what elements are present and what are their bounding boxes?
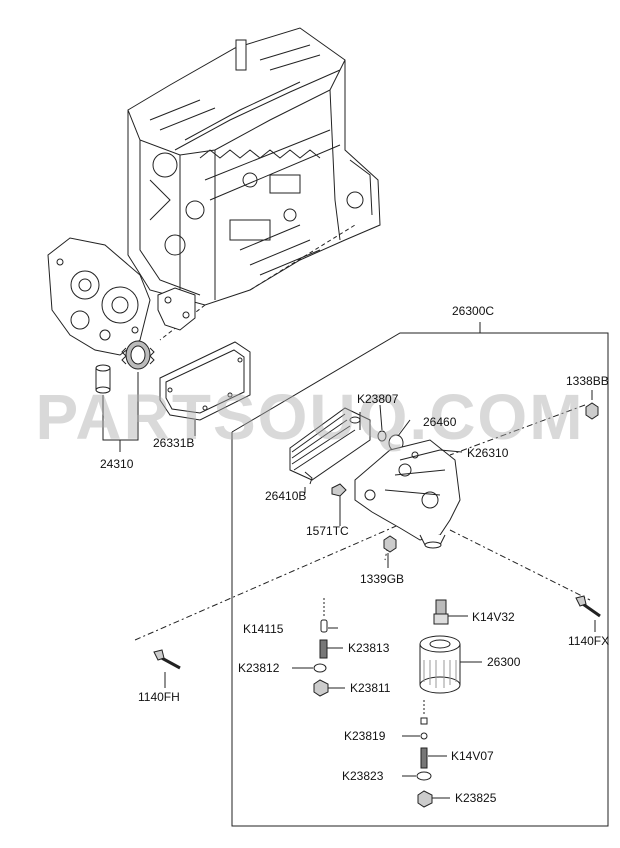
- bracket-illustration: [157, 287, 196, 331]
- part-label-26331b[interactable]: 26331B: [153, 436, 195, 450]
- part-label-1571tc[interactable]: 1571TC: [306, 524, 349, 538]
- front-cover-illustration: [47, 237, 151, 356]
- plug-k23811-illustration: [313, 679, 329, 697]
- plug-k23825-illustration: [417, 790, 433, 808]
- part-label-1140fx[interactable]: 1140FX: [568, 634, 610, 648]
- spring-k14v07-illustration: [420, 747, 428, 769]
- ball-k23819-illustration: [420, 700, 428, 740]
- part-label-k14v07[interactable]: K14V07: [451, 749, 494, 763]
- oil-pump-gear-illustration: [121, 340, 155, 370]
- part-label-k23825[interactable]: K23825: [455, 791, 497, 805]
- washer-k23812-illustration: [313, 663, 327, 673]
- washer-k23823-illustration: [416, 771, 432, 781]
- seal-ring-illustration: [377, 430, 387, 442]
- oil-cooler-illustration: [289, 407, 371, 485]
- part-label-26460[interactable]: 26460: [423, 415, 457, 429]
- part-label-26410b[interactable]: 26410B: [265, 489, 307, 503]
- gasket-illustration: [159, 341, 251, 421]
- bolt-1140fx-illustration: [575, 595, 601, 618]
- part-label-24310[interactable]: 24310: [100, 457, 134, 471]
- part-label-k23812[interactable]: K23812: [238, 661, 280, 675]
- fitting-k14v32-illustration: [433, 599, 449, 625]
- bushing-illustration: [95, 364, 111, 394]
- part-label-k14v32[interactable]: K14V32: [472, 610, 515, 624]
- oil-filter-illustration: [419, 635, 461, 694]
- bolt-1140fh-illustration: [153, 649, 181, 670]
- engine-block-illustration: [127, 27, 381, 341]
- bolt-1571tc-illustration: [331, 483, 347, 520]
- part-label-k23811[interactable]: K23811: [350, 681, 391, 695]
- part-label-k26310[interactable]: K26310: [467, 446, 509, 460]
- part-label-k23823[interactable]: K23823: [342, 769, 384, 783]
- part-label-26300[interactable]: 26300: [487, 655, 521, 669]
- part-label-k23807[interactable]: K23807: [357, 392, 399, 406]
- spring-k23813-illustration: [319, 639, 328, 659]
- part-label-1140fh[interactable]: 1140FH: [138, 690, 180, 704]
- part-label-k23819[interactable]: K23819: [344, 729, 386, 743]
- part-label-1338bb[interactable]: 1338BB: [566, 374, 609, 388]
- part-label-1339gb[interactable]: 1339GB: [360, 572, 405, 586]
- part-label-26300c[interactable]: 26300C: [452, 304, 495, 318]
- filter-housing-illustration: [354, 439, 461, 549]
- part-label-k14115[interactable]: K14115: [243, 622, 284, 636]
- assembly-bounding-box: [231, 322, 609, 827]
- nut-1339gb-illustration: [383, 535, 397, 553]
- part-label-k23813[interactable]: K23813: [348, 641, 390, 655]
- plug-k14115-illustration: [320, 598, 328, 633]
